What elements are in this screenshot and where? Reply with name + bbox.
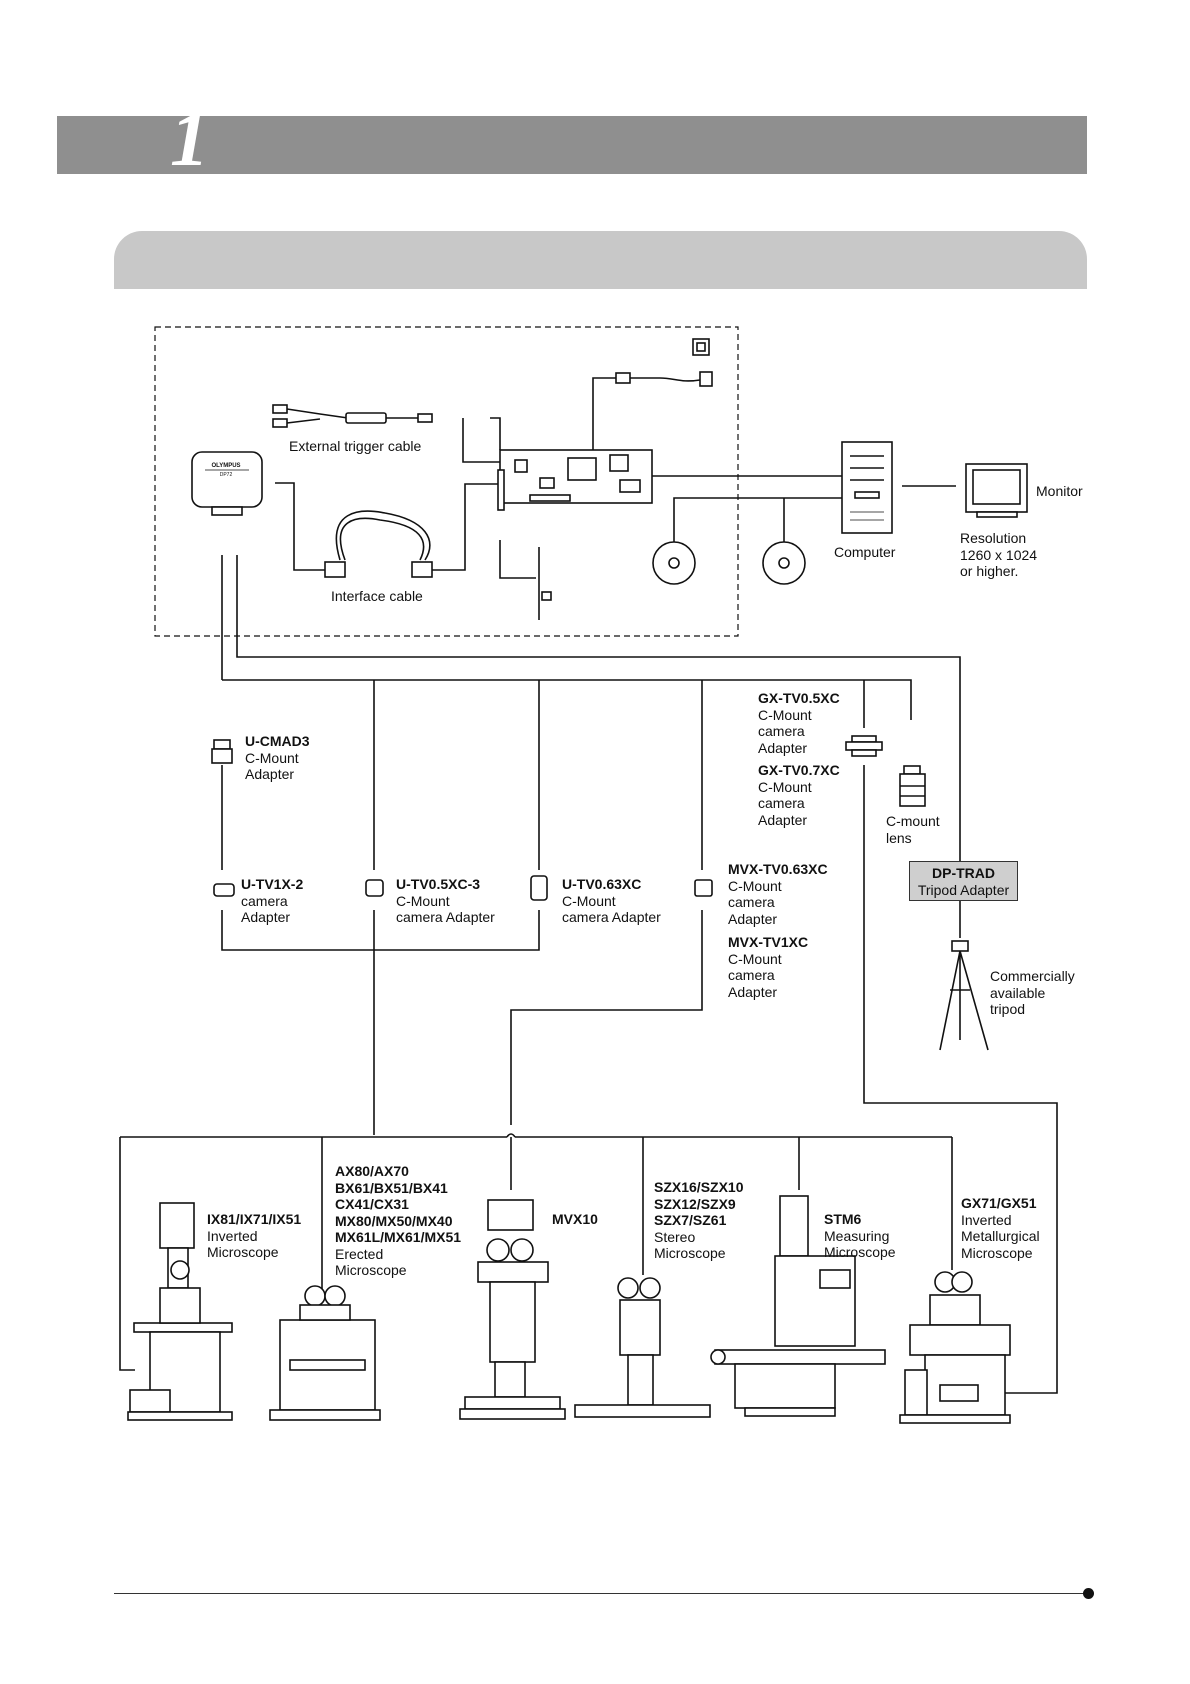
connector-block-icon <box>692 338 710 356</box>
interface-cable-icon <box>324 510 433 578</box>
footer-rule <box>114 1593 1088 1594</box>
software-cd-icon-1 <box>652 541 696 585</box>
bx-erected-microscope-icon <box>269 1285 381 1421</box>
szx-stereo-microscope-icon <box>574 1277 711 1418</box>
chapter-header-bar <box>57 116 1087 174</box>
external-trigger-cable-icon <box>272 404 433 428</box>
monitor-icon <box>965 463 1028 518</box>
u-tv063xc-adapter-icon <box>530 875 548 901</box>
mvx10-microscope-icon <box>459 1199 566 1420</box>
section-header-bar <box>114 231 1087 289</box>
ix-inverted-microscope-icon <box>127 1202 233 1421</box>
footer-dot <box>1083 1588 1094 1599</box>
u-tv1x-2-adapter-icon <box>213 883 235 897</box>
u-cmad3-adapter-icon <box>211 739 233 764</box>
camera-brand-text: OLYMPUS <box>211 463 241 469</box>
system-boundary-box <box>154 326 739 637</box>
computer-icon <box>841 441 893 534</box>
tripod-icon <box>939 940 989 1051</box>
mvx10-microscope-label: MVX10 <box>552 1211 598 1227</box>
dp72-camera-icon <box>191 451 263 516</box>
stm6-measuring-microscope-icon <box>710 1195 886 1417</box>
mvx-tv063xc-adapter-icon <box>694 879 713 897</box>
chapter-number: 1 <box>170 95 209 182</box>
u-tv05xc-3-adapter-icon <box>365 879 384 897</box>
power-cable-icon <box>615 371 713 387</box>
computer-label: Computer <box>834 544 896 560</box>
gx-tv-adapter-icon <box>845 735 883 757</box>
c-mount-lens-icon <box>899 765 926 807</box>
frame-grabber-board-icon <box>497 449 653 511</box>
monitor-label: Monitor <box>1036 483 1083 499</box>
software-cd-icon-2 <box>762 541 806 585</box>
gx-metallurgical-microscope-icon <box>899 1271 1011 1424</box>
camera-model-text: DP72 <box>219 472 233 478</box>
interface-cable-label: Interface cable <box>331 588 423 604</box>
external-trigger-cable-label: External trigger cable <box>289 438 422 454</box>
small-connector-icon <box>541 591 552 601</box>
